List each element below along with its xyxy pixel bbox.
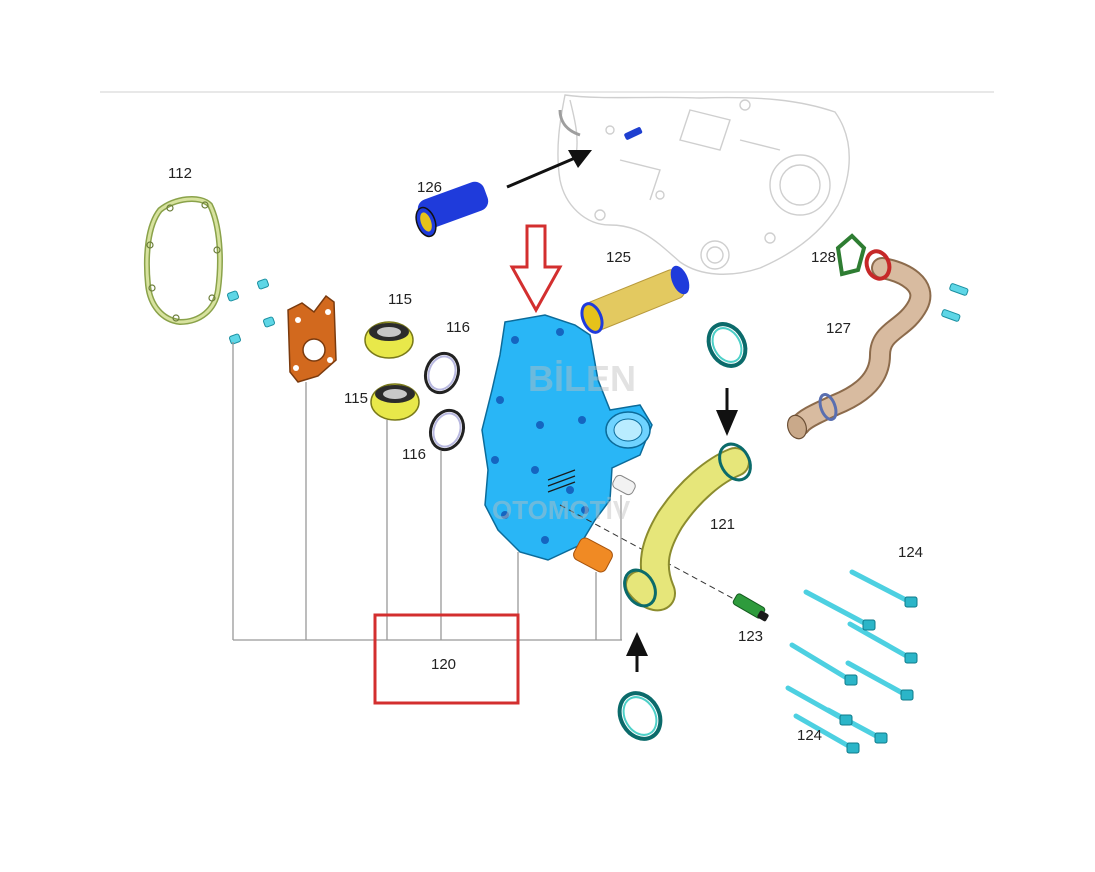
part-112-gasket	[143, 196, 223, 326]
watermark-line-1: BİLEN	[528, 358, 636, 399]
engine-fitting-blue	[624, 127, 643, 140]
hose-clamp-lower	[617, 691, 663, 741]
callout-121: 121	[710, 516, 736, 533]
white-pin	[612, 474, 636, 496]
hose-clamp-at-hose-bottom	[623, 568, 657, 608]
callout-120: 120	[431, 656, 457, 673]
hose-clamp-upper	[706, 322, 748, 368]
callout-112: 112	[168, 165, 192, 182]
orange-sleeve	[573, 537, 613, 573]
leader-lines-120	[232, 342, 622, 641]
watermark-line-2: OTOMOTİV	[492, 495, 631, 525]
part-123-sensor	[732, 593, 769, 622]
part-124-bolts	[785, 569, 918, 754]
part-128-gasket	[835, 233, 867, 277]
callout-123: 123	[738, 628, 764, 645]
highlight-down-arrow	[509, 224, 563, 314]
callout-125: 125	[606, 249, 632, 266]
part-116-orings	[423, 351, 466, 452]
part-115-thermostat-lower	[370, 383, 420, 421]
engine-block-outline	[557, 94, 850, 275]
hose-clamp-at-hose-top	[718, 442, 752, 482]
part-126-blue-tube	[415, 181, 489, 238]
orange-mounting-plate	[287, 294, 337, 383]
highlight-box-120	[373, 613, 520, 705]
screws-right	[941, 283, 969, 322]
callout-116-upper: 116	[446, 319, 470, 336]
part-127-pipe	[786, 249, 932, 440]
arrow-126-to-engine	[506, 150, 592, 189]
arrow-clamp-up	[626, 632, 648, 672]
arrow-clamp-down	[716, 388, 738, 436]
part-115-thermostat-upper	[364, 321, 414, 359]
callout-126: 126	[417, 179, 443, 196]
main-blue-housing	[481, 314, 653, 561]
callout-124-upper: 124	[898, 544, 924, 561]
part-125-yellow-tube	[580, 265, 690, 334]
callout-116-lower: 116	[402, 446, 426, 463]
callout-127: 127	[826, 320, 852, 337]
part-121-yellow-hose	[625, 447, 750, 612]
callout-115-lower: 115	[344, 390, 368, 407]
callout-128: 128	[811, 249, 837, 266]
small-screws-left	[226, 278, 276, 345]
callout-124-lower: 124	[797, 727, 823, 744]
callout-115-upper: 115	[388, 291, 412, 308]
